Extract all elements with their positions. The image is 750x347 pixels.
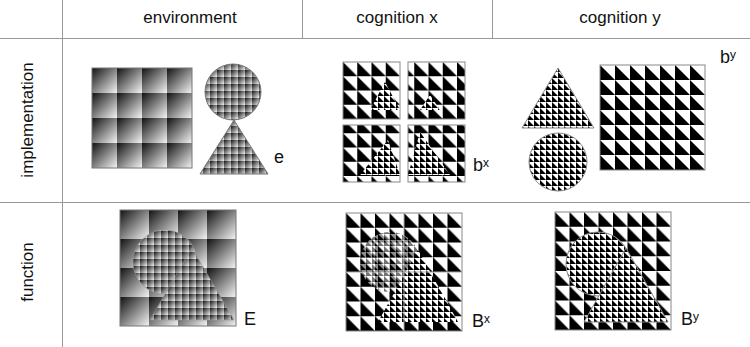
cognition-x-parts (343, 62, 465, 182)
panel-label: bˣ (473, 156, 489, 176)
panel-label: bʸ (720, 48, 736, 68)
panel-label: E (244, 310, 256, 330)
environment-parts (92, 64, 268, 174)
column-header: cognition y (579, 9, 660, 28)
row-header: implementation (19, 62, 38, 177)
column-header: environment (143, 9, 237, 28)
panel-label: Bʸ (681, 310, 699, 330)
environment-whole (120, 210, 236, 326)
cognition-y-parts (522, 65, 705, 191)
panel-label: Bˣ (472, 312, 490, 332)
column-header: cognition x (356, 9, 437, 28)
row-header: function (19, 242, 38, 302)
cognition-y-whole (555, 212, 671, 330)
cognition-x-whole (346, 213, 462, 331)
panel-label: e (274, 148, 284, 168)
